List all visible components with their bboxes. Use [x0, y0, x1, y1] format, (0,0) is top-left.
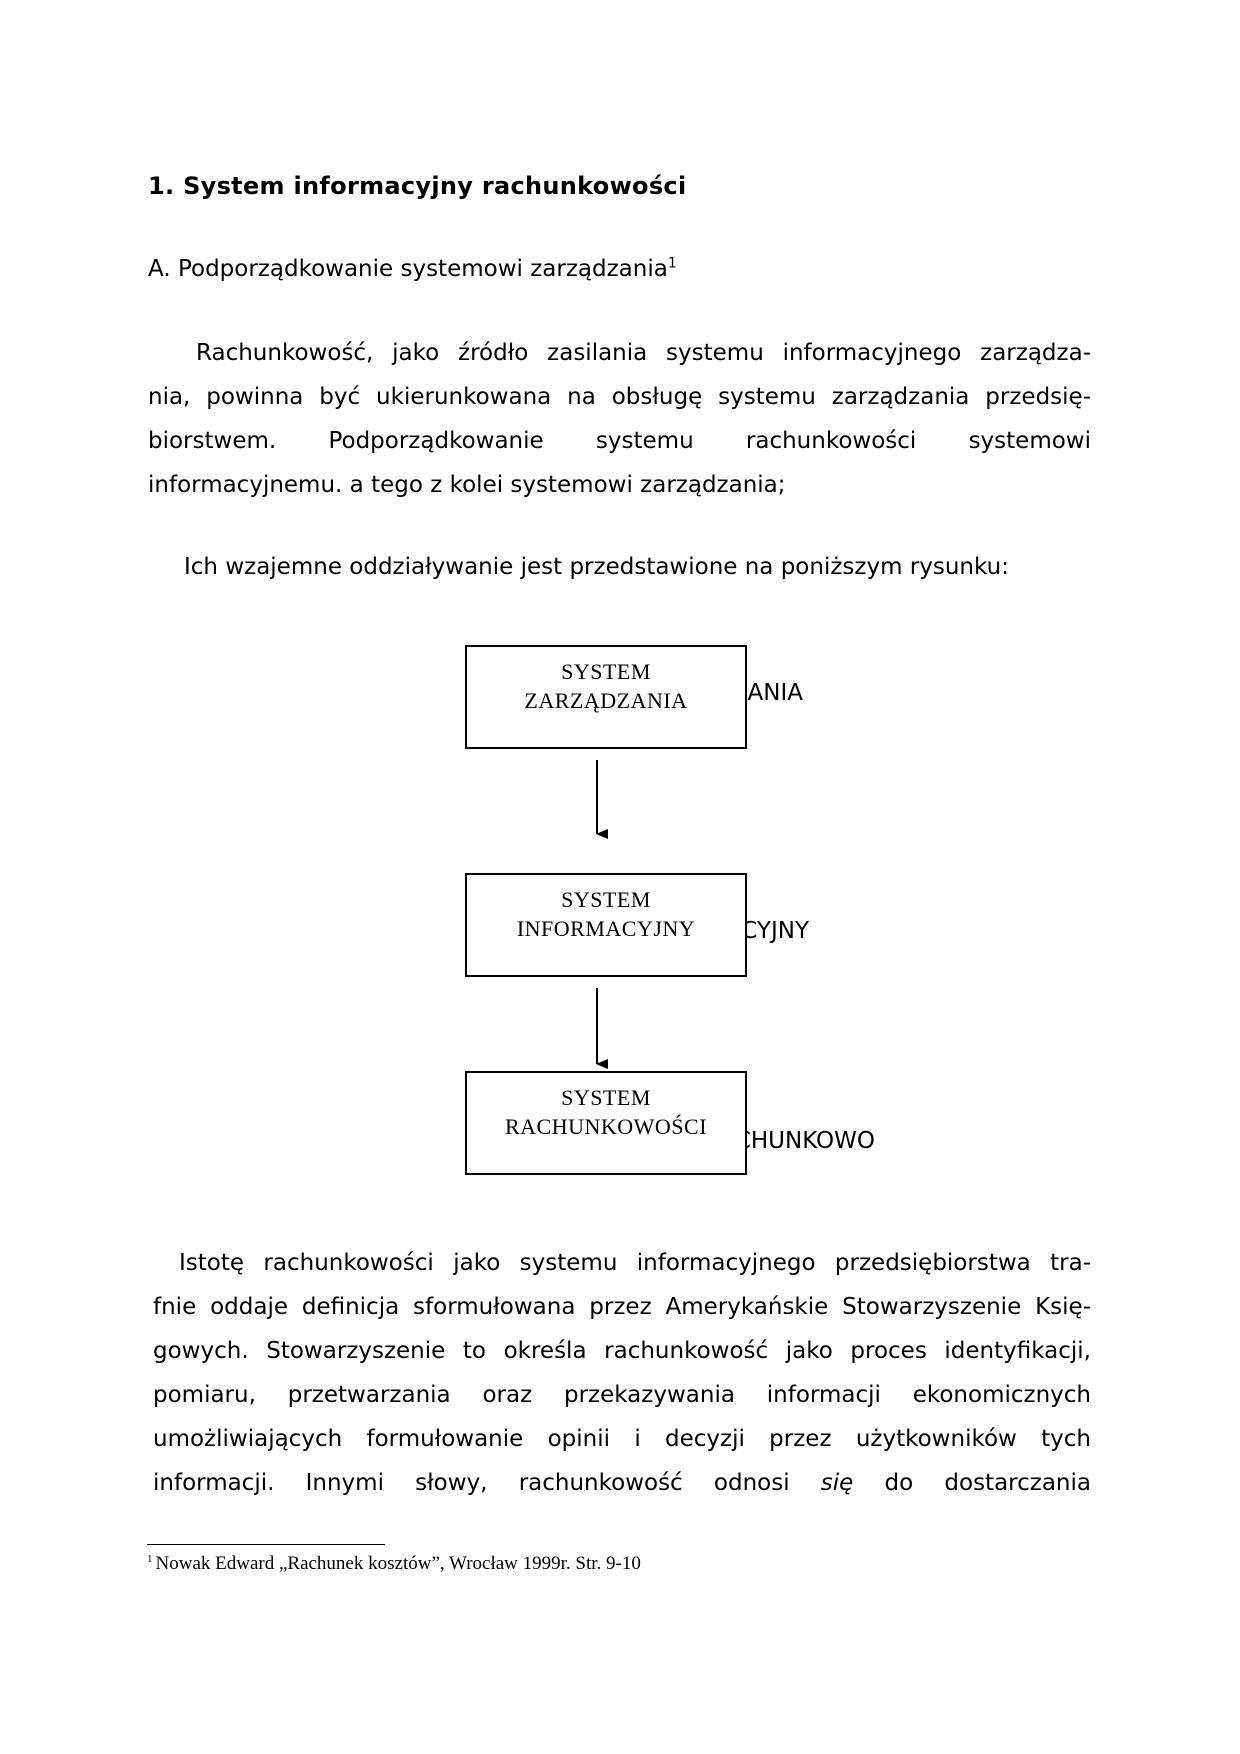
box-label-line: ZARZĄDZANIA: [524, 688, 688, 713]
text-run: do dostarczania: [853, 1470, 1091, 1496]
diagram-overflow-text: ZARZĄDZANIA: [747, 680, 803, 706]
footnote-text: Nowak Edward „Rachunek kosztów”, Wrocław…: [155, 1553, 641, 1574]
diagram-box-accounting-system: SYSTEM RACHUNKOWOŚCI: [465, 1071, 747, 1175]
paragraph-1: Rachunkowość, jako źródło zasilania syst…: [148, 331, 1091, 507]
diagram-box-information-system: SYSTEM INFORMACYJNY: [465, 873, 747, 977]
paragraph-line: fnie oddaje definicja sformułowana przez…: [153, 1294, 1091, 1320]
italic-text-run: się: [820, 1470, 854, 1496]
diagram-box-management-system: SYSTEM ZARZĄDZANIA: [465, 645, 747, 749]
footnote-number: 1: [147, 1552, 153, 1565]
paragraph-line: nia, powinna być ukierunkowana na obsług…: [148, 384, 1091, 410]
paragraph-line: informacyjnemu. a tego z kolei systemowi…: [148, 472, 786, 498]
paragraph-line: Rachunkowość, jako źródło zasilania syst…: [196, 340, 1091, 366]
box-label-line: SYSTEM: [561, 1085, 651, 1110]
paragraph-line: Istotę rachunkowości jako systemu inform…: [179, 1250, 1091, 1276]
box-label-line: SYSTEM: [561, 659, 651, 684]
footnote-reference: 1: [667, 255, 677, 272]
section-heading: 1. System informacyjny rachunkowości: [148, 172, 687, 200]
diagram-overflow-text: INFORMACYJNY: [747, 918, 809, 944]
paragraph-3: Istotę rachunkowości jako systemu inform…: [153, 1241, 1091, 1505]
subsection-heading: A. Podporządkowanie systemowi zarządzani…: [148, 256, 677, 282]
paragraph-line: gowych. Stowarzyszenie to określa rachun…: [153, 1338, 1091, 1364]
paragraph-2: Ich wzajemne oddziaływanie jest przedsta…: [148, 545, 1091, 589]
paragraph-line: pomiaru, przetwarzania oraz przekazywani…: [153, 1382, 1091, 1408]
box-label-line: SYSTEM: [561, 887, 651, 912]
box-label-line: INFORMACYJNY: [516, 916, 696, 941]
footnote-separator: [147, 1544, 385, 1545]
paragraph-line: Ich wzajemne oddziaływanie jest przedsta…: [184, 554, 1009, 580]
subsection-heading-text: A. Podporządkowanie systemowi zarządzani…: [148, 256, 668, 282]
diagram-overflow-text: RACHUNKOWO: [747, 1128, 875, 1154]
paragraph-line: biorstwem. Podporządkowanie systemu rach…: [148, 428, 1091, 454]
text-run: informacji. Innymi słowy, rachunkowość o…: [153, 1470, 821, 1496]
paragraph-last-line: informacji. Innymi słowy, rachunkowość o…: [153, 1461, 1091, 1505]
box-label-line: RACHUNKOWOŚCI: [504, 1114, 708, 1139]
paragraph-line: umożliwiających formułowanie opinii i de…: [153, 1426, 1091, 1452]
